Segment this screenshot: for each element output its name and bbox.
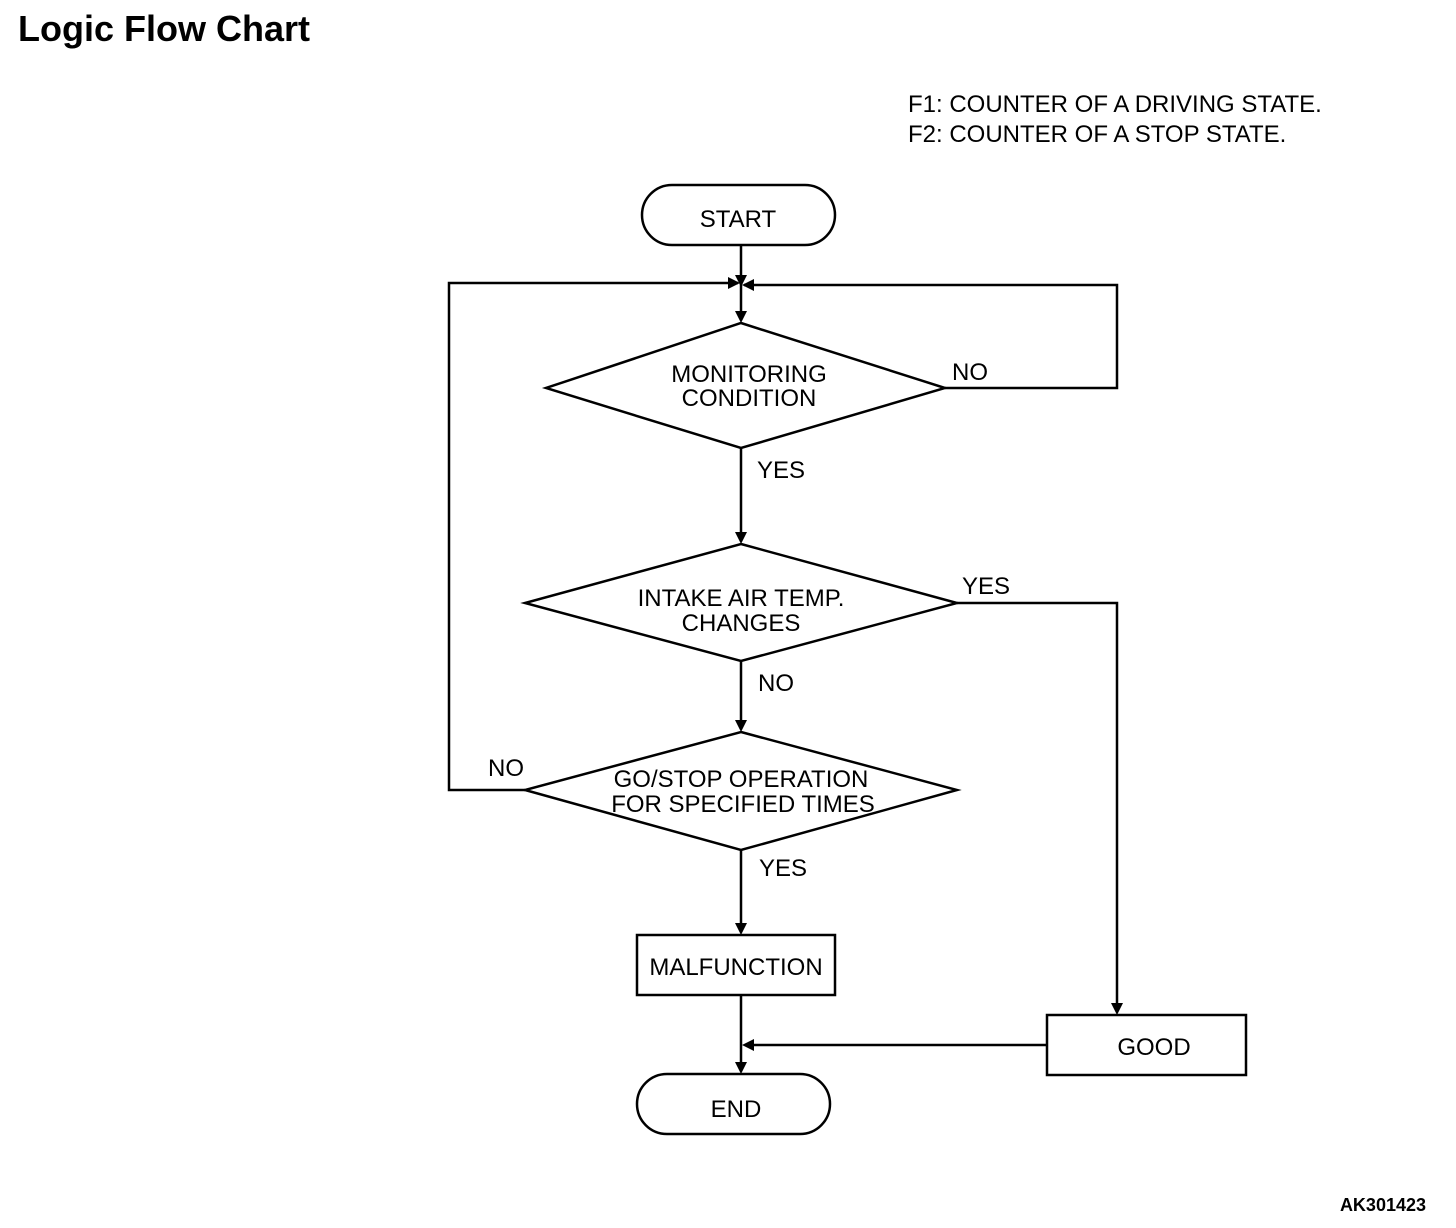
intake-no-label: NO [758, 670, 794, 697]
arrow-monitoring-yes [735, 532, 747, 544]
gostop-no-label: NO [488, 755, 524, 782]
connector-intake-yes [957, 601, 1119, 1010]
arrow-monitoring-no [742, 279, 754, 291]
arrow-into-end [735, 1062, 747, 1074]
malfunction-box [635, 933, 837, 997]
good-box [1045, 1013, 1248, 1077]
good-label: GOOD [1117, 1034, 1190, 1061]
monitoring-label-1: MONITORING [671, 361, 827, 388]
legend-f1: F1: COUNTER OF A DRIVING STATE. [908, 91, 1322, 118]
intake-label-1: INTAKE AIR TEMP. [638, 585, 845, 612]
page-title: Logic Flow Chart [18, 8, 310, 49]
intake-yes-label: YES [962, 573, 1010, 600]
gostop-label-1: GO/STOP OPERATION [614, 766, 869, 793]
arrow-intake-yes [1111, 1003, 1123, 1015]
arrow-into-monitoring [735, 311, 747, 323]
arrow-good-end [742, 1039, 754, 1051]
connector-monitoring-no [744, 283, 1119, 390]
arrow-gostop-no [728, 277, 740, 289]
legend: F1: COUNTER OF A DRIVING STATE. F2: COUN… [908, 90, 1322, 150]
gostop-label-2: FOR SPECIFIED TIMES [611, 791, 875, 818]
connector-gostop-no [447, 281, 738, 792]
malfunction-label: MALFUNCTION [649, 954, 822, 981]
arrow-start-down [735, 275, 747, 287]
end-label: END [711, 1096, 762, 1123]
figure-code: AK301423 [1339, 1195, 1426, 1215]
monitoring-yes-label: YES [757, 457, 805, 484]
gostop-yes-label: YES [759, 855, 807, 882]
legend-f2: F2: COUNTER OF A STOP STATE. [908, 121, 1287, 148]
intake-label-2: CHANGES [682, 610, 801, 637]
monitoring-no-label: NO [952, 359, 988, 386]
start-label: START [700, 206, 777, 233]
start-node [640, 183, 837, 247]
arrow-intake-no [735, 720, 747, 732]
end-node [635, 1072, 832, 1136]
arrow-gostop-yes [735, 923, 747, 935]
monitoring-label-2: CONDITION [682, 385, 817, 412]
